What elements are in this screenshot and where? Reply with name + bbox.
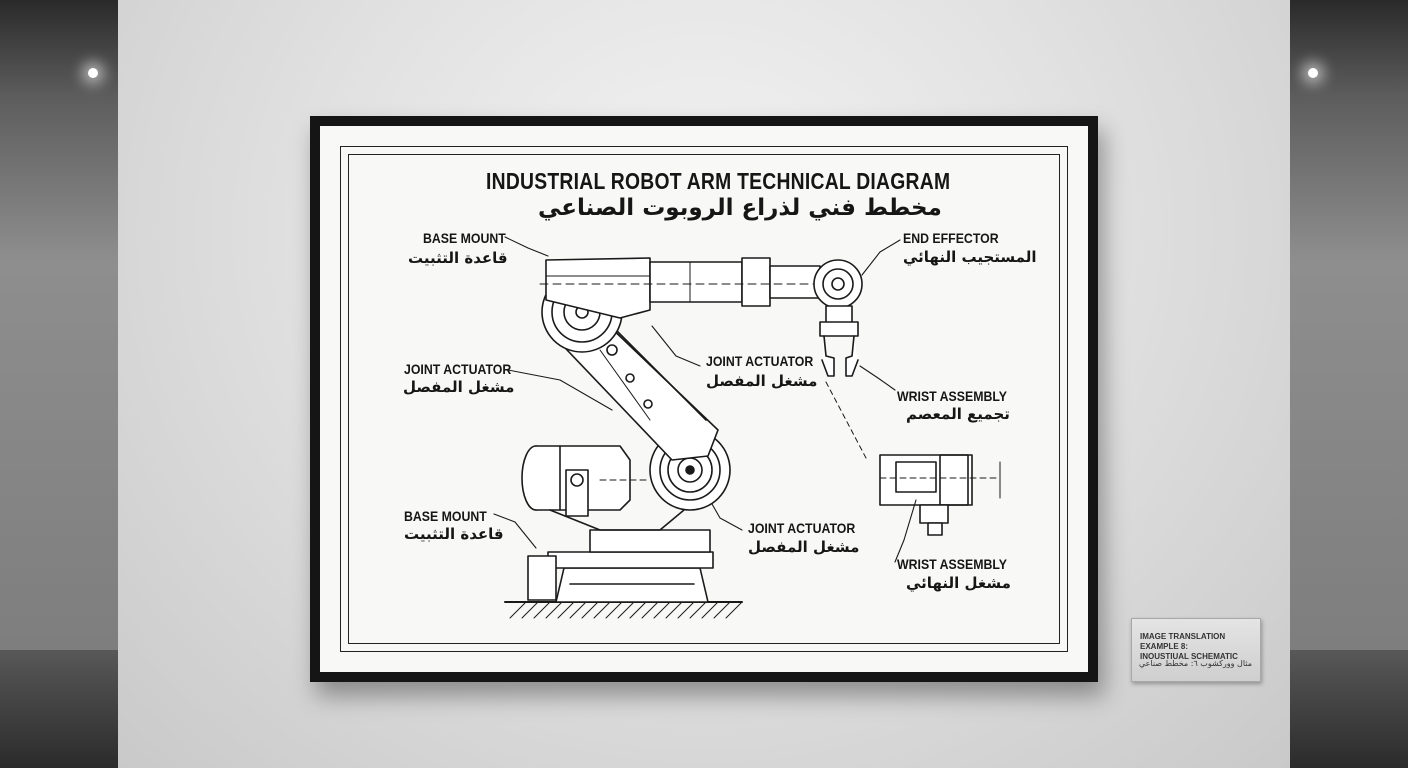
plaque-text-english: IMAGE TRANSLATION EXAMPLE 8: INOUSTIUAL …	[1140, 632, 1260, 662]
label-joint-actuator-bottom-en: JOINT ACTUATOR	[748, 520, 856, 536]
label-wrist-assembly-bottom-ar: مشغل النهائي	[906, 574, 1011, 592]
label-joint-actuator-bottom-ar: مشغل المفصل	[748, 538, 860, 556]
label-joint-actuator-mid-en: JOINT ACTUATOR	[706, 353, 814, 369]
label-wrist-assembly-top-en: WRIST ASSEMBLY	[897, 388, 1007, 404]
wall-plaque: IMAGE TRANSLATION EXAMPLE 8: INOUSTIUAL …	[1131, 618, 1261, 682]
poster-mat	[320, 126, 1088, 672]
plaque-line-2: INOUSTIUAL SCHEMATIC	[1140, 652, 1238, 661]
poster-border-inner	[348, 154, 1060, 644]
label-joint-actuator-left-en: JOINT ACTUATOR	[404, 361, 512, 377]
label-base-mount-top-ar: قاعدة التثبيت	[408, 249, 508, 267]
poster-title-arabic: مخطط فني لذراع الروبوت الصناعي	[538, 195, 942, 221]
ceiling-spotlight-left	[88, 68, 98, 78]
label-end-effector-ar: المستجيب النهائي	[903, 248, 1037, 266]
label-wrist-assembly-bottom-en: WRIST ASSEMBLY	[897, 556, 1007, 572]
label-base-mount-top-en: BASE MOUNT	[423, 230, 506, 246]
label-base-mount-bottom-ar: قاعدة التثبيت	[404, 525, 504, 543]
left-wall	[0, 0, 118, 650]
right-wall	[1290, 0, 1408, 650]
plaque-line-1: IMAGE TRANSLATION EXAMPLE 8:	[1140, 632, 1226, 651]
ground-hatch	[509, 601, 743, 619]
label-joint-actuator-left-ar: مشغل المفصل	[403, 378, 515, 396]
left-floor	[0, 650, 118, 768]
plaque-line-3: مثال ووركشوب ٦: مخطط صناعي	[1138, 659, 1252, 668]
label-wrist-assembly-top-ar: تجميع المعصم	[906, 405, 1010, 423]
label-joint-actuator-mid-ar: مشغل المفصل	[706, 372, 818, 390]
ceiling-spotlight-right	[1308, 68, 1318, 78]
right-floor	[1290, 650, 1408, 768]
label-end-effector-en: END EFFECTOR	[903, 230, 999, 246]
label-base-mount-bottom-en: BASE MOUNT	[404, 508, 487, 524]
poster-title-english: INDUSTRIAL ROBOT ARM TECHNICAL DIAGRAM	[486, 168, 951, 194]
poster-border-outer	[340, 146, 1068, 652]
